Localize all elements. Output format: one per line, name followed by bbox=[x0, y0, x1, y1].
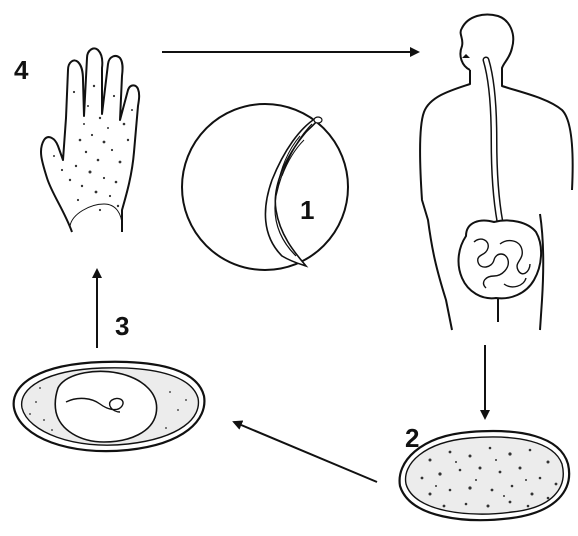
step-3-label: 3 bbox=[115, 313, 129, 339]
embryonated-egg-icon bbox=[14, 362, 205, 451]
human-digestive-tract-icon bbox=[420, 15, 573, 331]
step-2-label: 2 bbox=[405, 425, 419, 451]
step-1-label: 1 bbox=[300, 197, 314, 223]
uninfective-egg-icon bbox=[400, 431, 570, 520]
arrow-egg-to-embryonated-egg bbox=[234, 422, 377, 482]
step-4-label: 4 bbox=[14, 57, 28, 83]
contaminated-hand-icon bbox=[41, 48, 139, 232]
adult-pinworm-icon bbox=[182, 104, 348, 270]
